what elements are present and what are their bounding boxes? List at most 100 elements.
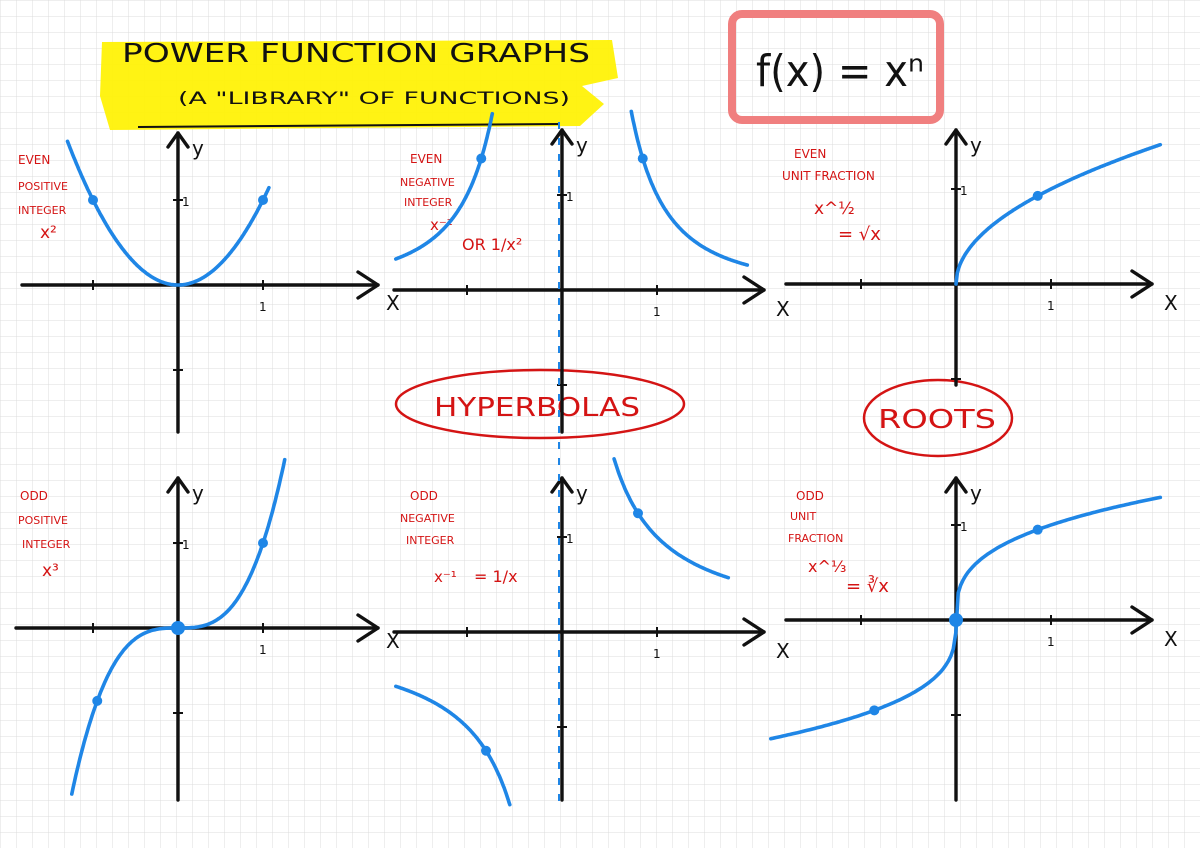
x-axis-label: X xyxy=(776,639,790,663)
curve-point xyxy=(88,195,98,205)
curve-point xyxy=(258,195,268,205)
x-axis-arrow xyxy=(356,270,380,300)
x-unit-label: 1 xyxy=(1047,635,1055,649)
formula-text: f(x) = xⁿ xyxy=(756,46,924,97)
label-line: ODD xyxy=(20,489,48,503)
label-line: POSITIVE xyxy=(18,180,68,193)
function-curve xyxy=(954,142,1163,286)
curve-point xyxy=(1032,524,1043,535)
y-axis-arrow xyxy=(550,128,574,146)
function-curve xyxy=(769,495,1163,741)
panel-odd-positive: ODD POSITIVE INTEGER x³ xyxy=(18,489,71,581)
curve-point xyxy=(92,695,103,706)
roots-ellipse xyxy=(862,378,1014,458)
label-line: UNIT xyxy=(790,510,817,523)
y-unit-label: 1 xyxy=(960,520,968,534)
x-axis-label: X xyxy=(776,297,790,321)
title-highlight xyxy=(100,40,618,130)
y-axis-label: y xyxy=(970,133,982,157)
function-alt-form: = 1/x xyxy=(474,567,518,586)
panel-label-odd-unit-fraction: ODD UNIT FRACTION x^⅓ = ∛x xyxy=(788,489,889,597)
page-title: POWER FUNCTION GRAPHS xyxy=(122,39,590,69)
label-line: FRACTION xyxy=(788,532,843,545)
x-unit-label: 1 xyxy=(653,647,661,661)
x-unit-label: 1 xyxy=(259,643,267,657)
curve-point xyxy=(949,613,963,627)
x-unit-label: 1 xyxy=(653,305,661,319)
label-line: ODD xyxy=(796,489,824,503)
x-axis-label: X xyxy=(386,291,400,315)
label-line: EVEN xyxy=(18,153,50,167)
y-axis-arrow xyxy=(166,131,190,149)
x-unit-label: 1 xyxy=(259,300,267,314)
panel-even-positive: EVEN POSITIVE INTEGER x² xyxy=(18,153,68,243)
formula-box xyxy=(728,10,944,124)
panel-even-unit-fraction: EVEN UNIT FRACTION x^½ = √x xyxy=(782,147,881,245)
function-alt-form: OR 1/x² xyxy=(462,235,522,254)
label-line: INTEGER xyxy=(404,196,453,209)
hyperbolas-ellipse xyxy=(394,368,686,440)
y-unit-label: 1 xyxy=(566,532,574,546)
roots-label: ROOTS xyxy=(878,405,996,435)
x-unit-label: 1 xyxy=(1047,299,1055,313)
x-axis-arrow xyxy=(356,613,380,643)
function-curve xyxy=(629,109,750,267)
label-line: EVEN xyxy=(794,147,826,161)
x-axis-arrow xyxy=(1130,269,1154,299)
curve-point xyxy=(869,705,880,716)
x-axis-arrow xyxy=(742,617,766,647)
function-alt-form: = ∛x xyxy=(846,575,889,597)
panel-label-even-positive: EVEN POSITIVE INTEGER x² xyxy=(18,153,68,243)
label-line: EVEN xyxy=(410,152,442,166)
function-expression: x^⅓ xyxy=(808,557,846,576)
y-axis-arrow xyxy=(550,476,574,494)
x-axis-arrow xyxy=(742,275,766,305)
function-curve xyxy=(394,111,495,261)
label-line: POSITIVE xyxy=(18,514,68,527)
y-axis-arrow xyxy=(944,128,968,146)
hyperbolas-badge: HYPERBOLAS xyxy=(394,368,686,440)
label-line: UNIT FRACTION xyxy=(782,169,875,183)
x-axis-label: X xyxy=(1164,627,1178,651)
hyperbolas-label: HYPERBOLAS xyxy=(434,393,640,423)
title-block: POWER FUNCTION GRAPHS (A "LIBRARY" OF FU… xyxy=(100,39,618,130)
panel-label-odd-positive: ODD POSITIVE INTEGER x³ xyxy=(18,489,71,581)
function-expression: x⁻¹ xyxy=(434,568,457,586)
y-axis-label: y xyxy=(192,136,204,160)
label-line: INTEGER xyxy=(406,534,455,547)
function-expression: x^½ xyxy=(814,199,855,219)
curve-point xyxy=(476,153,487,164)
label-line: ODD xyxy=(410,489,438,503)
page-subtitle: (A "LIBRARY" OF FUNCTIONS) xyxy=(178,89,570,109)
function-expression: x⁻² xyxy=(430,216,453,234)
y-unit-label: 1 xyxy=(960,184,968,198)
y-unit-label: 1 xyxy=(566,190,574,204)
curve-point xyxy=(1032,190,1043,201)
panel-label-odd-negative: ODD NEGATIVE INTEGER x⁻¹ = 1/x xyxy=(400,489,518,586)
label-line: NEGATIVE xyxy=(400,176,455,189)
y-unit-label: 1 xyxy=(182,195,190,209)
function-expression: x³ xyxy=(42,561,59,581)
panel-odd-unit-fraction: ODD UNIT FRACTION x^⅓ = ∛x xyxy=(788,489,889,597)
panel-even-negative: EVEN NEGATIVE INTEGER x⁻² OR 1/x² xyxy=(400,152,522,254)
curve-point xyxy=(633,508,643,519)
panel-label-even-unit-fraction: EVEN UNIT FRACTION x^½ = √x xyxy=(782,147,881,245)
y-axis-label: y xyxy=(576,133,588,157)
label-line: INTEGER xyxy=(18,204,67,217)
function-curve xyxy=(394,684,512,807)
curve-point xyxy=(481,745,491,756)
y-axis-label: y xyxy=(970,481,982,505)
curve-point xyxy=(258,538,268,548)
graph-odd-positive: y11 xyxy=(14,457,380,802)
label-line: NEGATIVE xyxy=(400,512,455,525)
curve-point xyxy=(171,621,185,635)
label-line: INTEGER xyxy=(22,538,71,551)
function-curve xyxy=(65,139,271,287)
